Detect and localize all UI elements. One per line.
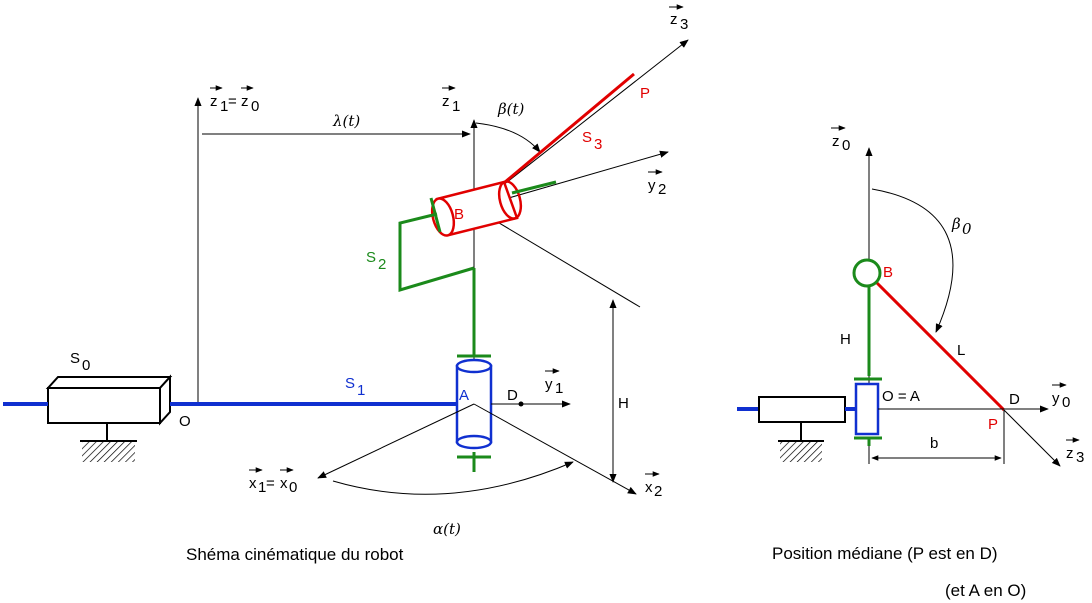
svg-text:z: z bbox=[442, 93, 450, 110]
svg-text:=: = bbox=[228, 93, 237, 110]
svg-text:x: x bbox=[280, 475, 288, 492]
svg-text:1: 1 bbox=[357, 382, 365, 399]
s2-label: S 2 bbox=[366, 249, 386, 273]
y1-label: y 1 bbox=[545, 368, 563, 397]
left-kinematic-diagram: z 1 = z 0 λ(t) z 1 β(t) z 3 P S 3 y 2 bbox=[3, 4, 689, 564]
right-y0-label: y 0 bbox=[1052, 382, 1070, 411]
base-solid-s0 bbox=[45, 374, 173, 462]
z1-label: z 1 bbox=[442, 85, 460, 115]
lambda-label: λ(t) bbox=[332, 112, 360, 130]
svg-text:y: y bbox=[648, 177, 656, 194]
svg-text:y: y bbox=[1052, 390, 1060, 407]
point-b-label: B bbox=[454, 206, 464, 223]
svg-text:S: S bbox=[366, 249, 376, 266]
svg-text:3: 3 bbox=[594, 136, 602, 153]
x1-x0-label: x 1 = x 0 bbox=[249, 467, 297, 496]
x1-x0-axis bbox=[317, 403, 475, 479]
right-beta0-label: β 0 bbox=[951, 215, 972, 238]
svg-text:z: z bbox=[1066, 445, 1074, 462]
right-joint-a-cylinder bbox=[854, 377, 882, 446]
svg-text:0: 0 bbox=[289, 479, 297, 496]
point-a-label: A bbox=[459, 387, 469, 404]
svg-text:3: 3 bbox=[1076, 449, 1084, 466]
svg-text:y: y bbox=[545, 376, 553, 393]
svg-text:3: 3 bbox=[680, 16, 688, 33]
point-o-label: O bbox=[179, 413, 191, 430]
x2-label: x 2 bbox=[645, 471, 662, 500]
svg-text:z: z bbox=[241, 93, 249, 110]
svg-text:S: S bbox=[70, 350, 80, 367]
point-d bbox=[518, 401, 524, 407]
svg-text:S: S bbox=[345, 375, 355, 392]
right-l-segment bbox=[874, 280, 1006, 412]
alpha-arc bbox=[332, 461, 574, 495]
right-caption: Position médiane (P est en D) bbox=[772, 544, 998, 563]
svg-text:2: 2 bbox=[654, 483, 662, 500]
h-label: H bbox=[618, 395, 629, 412]
right-h-label: H bbox=[840, 331, 851, 348]
right-d-label: D bbox=[1009, 391, 1020, 408]
point-p-label: P bbox=[640, 85, 650, 102]
svg-text:0: 0 bbox=[251, 98, 259, 115]
right-b-dim-label: b bbox=[930, 435, 938, 452]
svg-text:0: 0 bbox=[962, 220, 972, 238]
svg-text:β: β bbox=[951, 215, 961, 233]
right-p-label: P bbox=[988, 416, 998, 433]
svg-text:0: 0 bbox=[82, 357, 90, 374]
right-base-s0 bbox=[737, 396, 857, 462]
svg-text:0: 0 bbox=[1062, 394, 1070, 411]
right-kinematic-diagram: z 0 β 0 B H L O = A D y 0 P b z 3 Positi… bbox=[737, 125, 1084, 600]
right-oa-label: O = A bbox=[882, 388, 920, 405]
svg-text:0: 0 bbox=[842, 137, 850, 154]
alpha-label: α(t) bbox=[433, 520, 461, 538]
point-d-label: D bbox=[507, 387, 518, 404]
right-caption-2: (et A en O) bbox=[945, 581, 1026, 600]
svg-text:1: 1 bbox=[555, 380, 563, 397]
right-pivot-b bbox=[852, 258, 882, 288]
z3-label: z 3 bbox=[669, 4, 688, 33]
svg-text:S: S bbox=[582, 129, 592, 146]
svg-text:x: x bbox=[249, 475, 257, 492]
b-projection-line bbox=[473, 207, 641, 308]
s1-label: S 1 bbox=[345, 375, 365, 399]
s2-solid bbox=[398, 180, 557, 472]
y2-label: y 2 bbox=[648, 169, 666, 198]
left-caption: Shéma cinématique du robot bbox=[186, 545, 404, 564]
right-b-label: B bbox=[883, 264, 893, 281]
s0-label: S 0 bbox=[70, 350, 90, 374]
svg-text:z: z bbox=[670, 11, 678, 28]
z1-z0-label: z 1 = z 0 bbox=[210, 85, 259, 115]
right-z3-axis bbox=[1003, 409, 1061, 467]
svg-text:1: 1 bbox=[452, 98, 460, 115]
svg-text:2: 2 bbox=[658, 181, 666, 198]
right-z3-label: z 3 bbox=[1066, 437, 1084, 466]
right-beta0-arc bbox=[871, 188, 954, 333]
beta-label: β(t) bbox=[497, 100, 525, 118]
svg-text:2: 2 bbox=[378, 256, 386, 273]
svg-text:1: 1 bbox=[220, 98, 228, 115]
beta-arc bbox=[475, 122, 541, 153]
x2-axis bbox=[473, 403, 637, 495]
s3-label: S 3 bbox=[582, 129, 602, 153]
svg-text:=: = bbox=[266, 475, 275, 492]
svg-text:x: x bbox=[645, 479, 653, 496]
svg-text:z: z bbox=[210, 93, 218, 110]
svg-text:z: z bbox=[832, 133, 840, 150]
svg-text:1: 1 bbox=[258, 479, 266, 496]
right-l-label: L bbox=[957, 342, 965, 359]
right-z0-label: z 0 bbox=[831, 125, 850, 154]
